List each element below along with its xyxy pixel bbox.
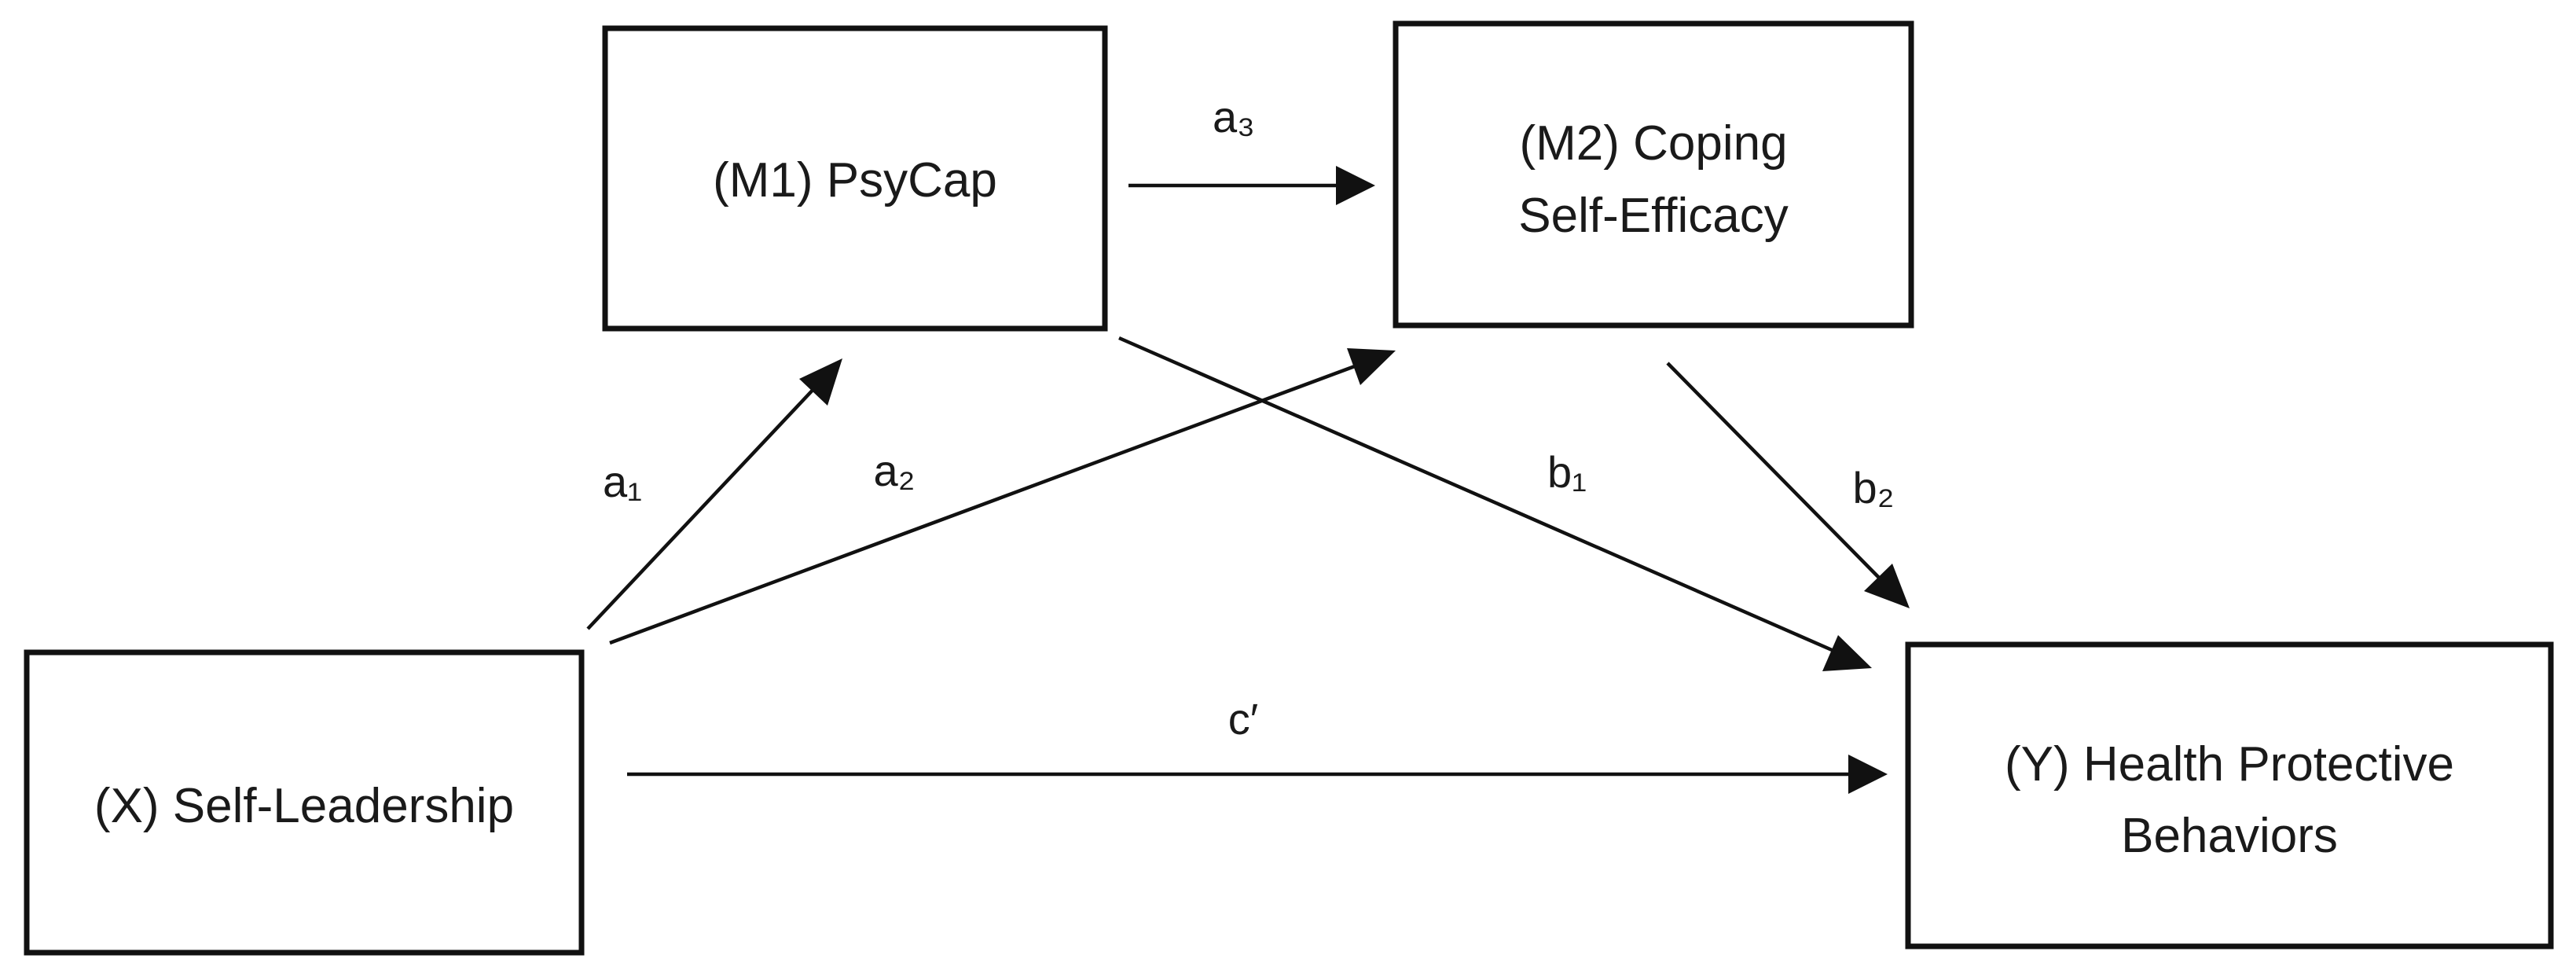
node-m1-label: (M1) PsyCap: [713, 153, 997, 208]
node-m2-box: [1393, 20, 1914, 329]
path-a3-arrowhead: [1336, 166, 1375, 205]
path-a1-arrowhead: [799, 358, 842, 406]
path-b2-label: b₂: [1853, 463, 1895, 512]
path-b2-line: [1666, 362, 1884, 583]
node-m2-label-line2: Self-Efficacy: [1518, 189, 1788, 243]
node-x-box: [24, 649, 585, 956]
path-b2-arrowhead: [1864, 564, 1910, 608]
path-a2-line: [609, 359, 1368, 645]
node-m1-box: [602, 25, 1108, 332]
path-a1-line: [586, 384, 819, 630]
path-a1-label: a₁: [603, 457, 642, 506]
path-b1-arrowhead: [1822, 635, 1872, 671]
path-b1-label: b₁: [1547, 447, 1587, 497]
node-y-box: [1905, 641, 2554, 949]
node-x-label: (X) Self-Leadership: [94, 779, 514, 833]
node-y-label: (Y) Health Protective: [2005, 737, 2454, 792]
node-m2-label: (M2) Coping: [1519, 116, 1787, 171]
path-a3-label: a₃: [1213, 92, 1255, 141]
path-c-prime-arrowhead: [1848, 755, 1888, 794]
path-c-prime-label: c′: [1228, 694, 1259, 744]
path-a2-label: a₂: [874, 446, 916, 495]
path-b1-line: [1118, 336, 1838, 655]
node-y-label-line2: Behaviors: [2121, 809, 2338, 863]
path-a2-arrowhead: [1347, 348, 1396, 385]
